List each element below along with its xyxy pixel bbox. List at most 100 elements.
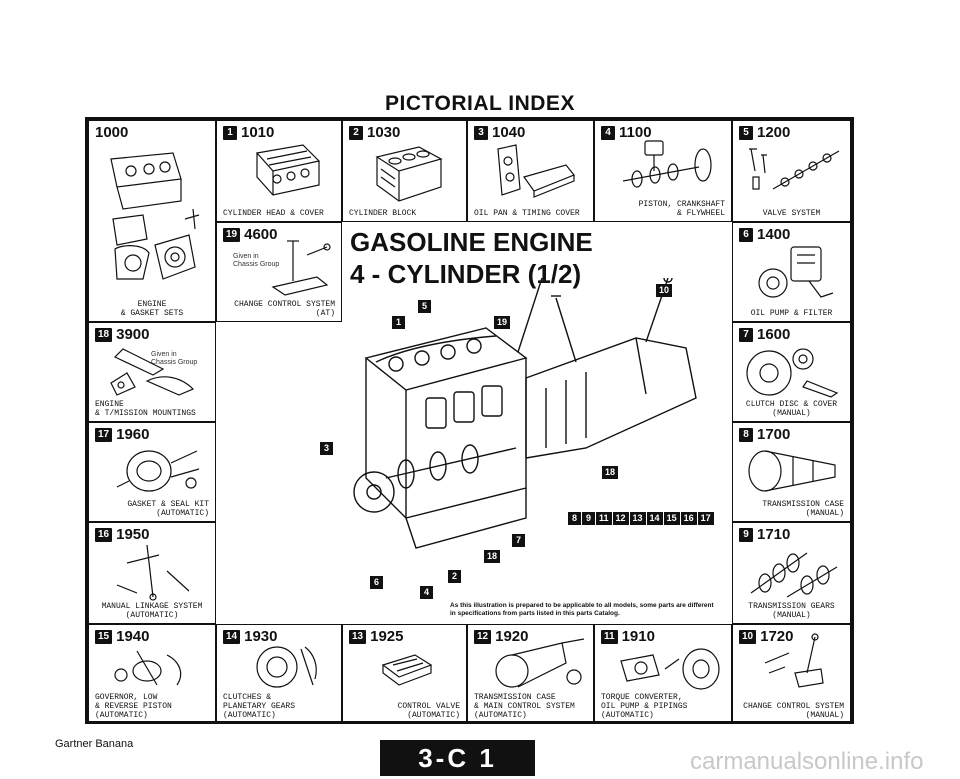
watermark: carmanualsonline.info (690, 748, 924, 775)
automatic-parts-callouts: 8 9 11 12 13 14 15 16 17 (568, 512, 714, 525)
given-in-chassis-note: Given in Chassis Group (151, 351, 198, 366)
callout-7[interactable]: 7 (512, 534, 525, 547)
callout-18-a[interactable]: 18 (602, 466, 619, 479)
cell-caption: CHANGE CONTROL SYSTEM (MANUAL) (743, 702, 844, 720)
cell-caption: PISTON, CRANKSHAFT & FLYWHEEL (638, 200, 725, 218)
callout-3[interactable]: 3 (320, 442, 333, 455)
transmission-gears-illustration (750, 552, 838, 598)
cell-caption: CLUTCH DISC & COVER (MANUAL) (745, 400, 838, 418)
callout-13[interactable]: 13 (629, 512, 646, 525)
cell-caption: ENGINE & T/MISSION MOUNTINGS (95, 400, 196, 418)
callout-15[interactable]: 15 (663, 512, 680, 525)
callout-6[interactable]: 6 (370, 576, 383, 589)
cell-caption: CLUTCHES & PLANETARY GEARS (AUTOMATIC) (223, 693, 296, 720)
piston-crankshaft-illustration (622, 140, 712, 188)
callout-9[interactable]: 9 (582, 512, 595, 525)
given-in-chassis-note: Given in Chassis Group (233, 253, 280, 268)
engine-title: GASOLINE ENGINE (350, 227, 593, 257)
cylinder-block-illustration (375, 146, 443, 202)
page-title: PICTORIAL INDEX (385, 92, 575, 115)
cell-caption: CYLINDER HEAD & COVER (223, 209, 324, 218)
governor-piston-illustration (114, 650, 182, 686)
cell-code: 1000 (95, 124, 129, 141)
clutch-disc-illustration (746, 348, 839, 398)
callout-8[interactable]: 8 (568, 512, 581, 525)
cell-1000[interactable]: 1000 ENGINE & GASKET SETS (88, 120, 216, 322)
cell-caption: CHANGE CONTROL SYSTEM (AT) (234, 300, 335, 318)
oil-pump-filter-illustration (758, 246, 834, 298)
callout-4[interactable]: 4 (420, 586, 433, 599)
control-valve-illustration (381, 654, 433, 686)
change-control-manual-illustration (764, 633, 824, 688)
callout-10[interactable]: 10 (656, 284, 673, 297)
change-control-at-illustration (271, 240, 331, 296)
clutches-planetary-illustration (256, 646, 317, 688)
cell-caption: TRANSMISSION CASE (MANUAL) (762, 500, 844, 518)
cell-caption: OIL PAN & TIMING COVER (474, 209, 580, 218)
callout-1[interactable]: 1 (392, 316, 405, 329)
cell-caption: TORQUE CONVERTER, OIL PUMP & PIPINGS (AU… (601, 693, 688, 720)
callout-12[interactable]: 12 (612, 512, 629, 525)
cell-caption: TRANSMISSION GEARS (MANUAL) (748, 602, 835, 620)
callout-2[interactable]: 2 (448, 570, 461, 583)
cell-caption: TRANSMISSION CASE & MAIN CONTROL SYSTEM … (474, 693, 575, 720)
callout-19[interactable]: 19 (494, 316, 511, 329)
page-number-tab: 3-C 1 (380, 740, 535, 776)
manual-linkage-illustration (116, 544, 190, 601)
torque-converter-illustration (620, 648, 720, 690)
cell-caption: CYLINDER BLOCK (349, 209, 417, 218)
cell-caption: GOVERNOR, LOW & REVERSE PISTON (AUTOMATI… (95, 693, 172, 720)
callout-16[interactable]: 16 (680, 512, 697, 525)
engine-mounting-illustration (110, 348, 195, 396)
cell-caption: MANUAL LINKAGE SYSTEM (AUTOMATIC) (101, 602, 203, 620)
callout-14[interactable]: 14 (646, 512, 663, 525)
oil-pan-illustration (497, 144, 575, 198)
callout-18-b[interactable]: 18 (484, 550, 501, 563)
callout-17[interactable]: 17 (697, 512, 714, 525)
applicability-disclaimer: As this illustration is prepared to be a… (450, 602, 714, 617)
cell-caption: CONTROL VALVE (AUTOMATIC) (397, 702, 460, 720)
callout-5[interactable]: 5 (418, 300, 431, 313)
cell-caption: OIL PUMP & FILTER (750, 309, 833, 318)
transmission-case-automatic-illustration (495, 638, 585, 688)
gasket-seal-kit-illustration (116, 450, 200, 492)
callout-11[interactable]: 11 (596, 512, 612, 525)
engine-subtitle: 4 - CYLINDER (1/2) (350, 259, 582, 289)
